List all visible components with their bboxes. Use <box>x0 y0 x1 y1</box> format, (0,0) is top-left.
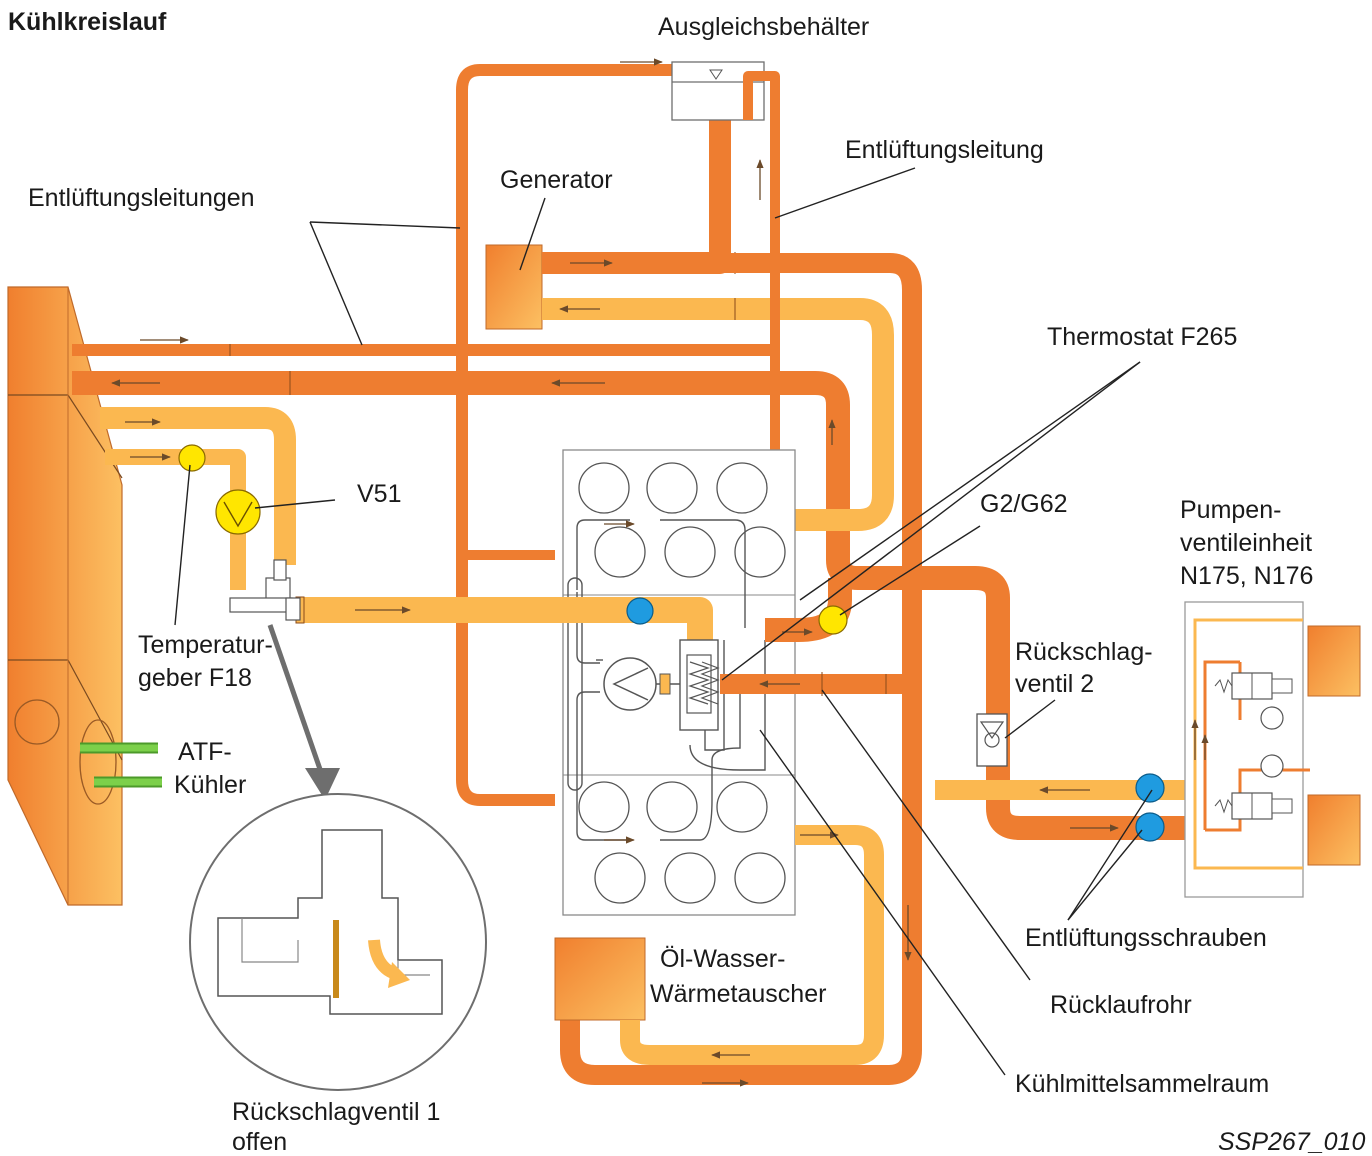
label-expansion-tank: Ausgleichsbehälter <box>658 13 869 41</box>
check-valve-1-detail <box>189 624 487 1091</box>
label-bleed-screws: Entlüftungsschrauben <box>1025 924 1267 952</box>
bleed-screw-upper <box>1135 773 1165 803</box>
label-oil-hex-line2: Wärmetauscher <box>650 980 826 1008</box>
vent-line-radiator <box>72 344 770 356</box>
pump-v51 <box>215 489 261 535</box>
label-check-valve-1-line1: Rückschlagventil 1 <box>232 1098 440 1126</box>
flow-arrows <box>111 259 912 961</box>
engine-block <box>562 449 796 916</box>
label-g2-g62: G2/G62 <box>980 490 1068 518</box>
figure-reference: SSP267_010 <box>1218 1128 1365 1156</box>
atf-cooler-pipes <box>80 742 162 788</box>
leader-lines <box>174 167 1153 1076</box>
label-vent-lines: Entlüftungsleitungen <box>28 184 255 212</box>
label-atf-line2: Kühler <box>174 771 246 799</box>
label-v51: V51 <box>357 480 401 508</box>
coolant-pump <box>603 657 680 711</box>
sensor-g2-g62 <box>818 605 848 635</box>
check-valve-1-housing <box>229 559 301 621</box>
hot-riser-right <box>560 253 922 1085</box>
vent-line-left-loop <box>456 64 672 806</box>
pump-valve-unit <box>1184 601 1361 898</box>
temperature-sensor-f18 <box>178 444 206 472</box>
label-pump-unit-line2: ventileinheit <box>1180 529 1312 557</box>
label-vent-line: Entlüftungsleitung <box>845 136 1044 164</box>
oil-water-heat-exchanger <box>554 825 884 1087</box>
label-check-valve-1-line2: offen <box>232 1128 287 1156</box>
label-oil-hex-line1: Öl-Wasser- <box>660 945 785 973</box>
label-pump-unit-line3: N175, N176 <box>1180 562 1313 590</box>
label-check-valve-2-line2: ventil 2 <box>1015 670 1094 698</box>
check-valve-2 <box>976 713 1008 767</box>
label-pump-unit-line1: Pumpen- <box>1180 496 1281 524</box>
page-title: Kühlkreislauf <box>8 8 167 36</box>
label-generator: Generator <box>500 166 613 194</box>
label-temp-sensor-line2: geber F18 <box>138 664 252 692</box>
label-check-valve-2-line1: Rückschlag- <box>1015 638 1153 666</box>
label-temp-sensor-line1: Temperatur- <box>138 631 273 659</box>
label-atf-line1: ATF- <box>178 738 232 766</box>
label-thermostat: Thermostat F265 <box>1047 323 1237 351</box>
expansion-tank <box>620 58 780 625</box>
thermostat-f265 <box>679 639 720 731</box>
label-collector: Kühlmittelsammelraum <box>1015 1070 1269 1098</box>
label-return-pipe: Rücklaufrohr <box>1050 991 1192 1019</box>
bleed-screw-lower <box>1135 812 1165 842</box>
bleed-screw-engine <box>626 597 654 625</box>
